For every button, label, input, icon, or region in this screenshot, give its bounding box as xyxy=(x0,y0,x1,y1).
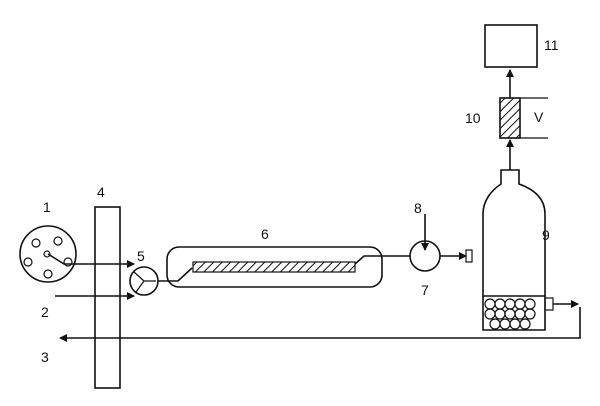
vessel-inlet-stub xyxy=(465,249,473,263)
label-8: 8 xyxy=(414,200,422,216)
panel-4 xyxy=(94,206,121,389)
switching-valve xyxy=(129,266,159,296)
label-5: 5 xyxy=(137,248,145,264)
label-7: 7 xyxy=(421,282,429,298)
label-3: 3 xyxy=(41,349,49,365)
packed-column xyxy=(192,261,356,273)
label-1: 1 xyxy=(43,199,51,215)
label-voltage: V xyxy=(534,109,544,125)
column-outlet-line xyxy=(354,255,410,265)
column-housing xyxy=(166,246,383,288)
label-11: 11 xyxy=(544,37,559,53)
label-6: 6 xyxy=(261,226,269,242)
separator-vessel xyxy=(482,169,554,331)
label-10: 10 xyxy=(465,110,481,126)
valve-to-column-line xyxy=(158,267,193,282)
detector-box xyxy=(484,24,538,68)
sample-line xyxy=(47,253,135,268)
label-4: 4 xyxy=(97,184,105,200)
atomizer-cell xyxy=(499,97,521,139)
sample-carousel xyxy=(19,225,77,283)
label-9: 9 xyxy=(542,227,550,243)
return-line xyxy=(59,307,581,342)
label-2: 2 xyxy=(41,304,49,320)
